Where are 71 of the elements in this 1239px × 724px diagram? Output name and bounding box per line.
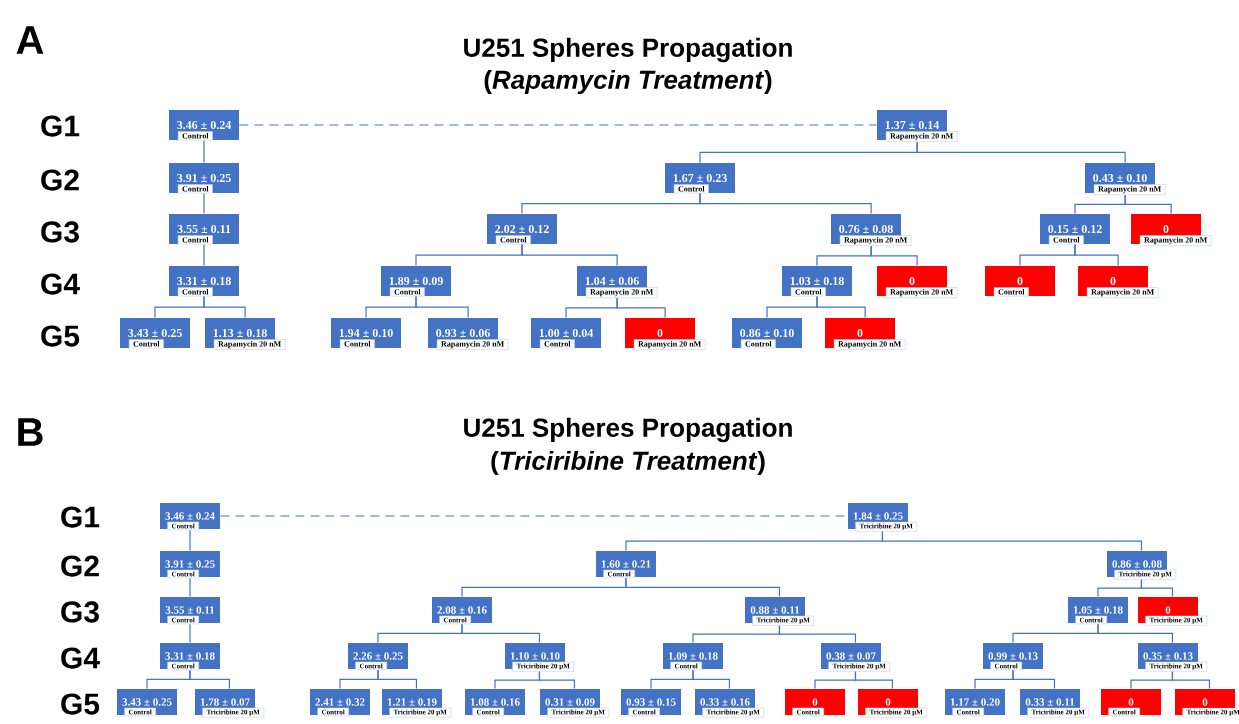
connector-line bbox=[699, 192, 872, 215]
treatment-label: Control bbox=[389, 287, 425, 297]
connector-line bbox=[203, 243, 205, 267]
connector-line bbox=[616, 297, 666, 319]
treatment-label: Control bbox=[740, 339, 776, 349]
generation-label: G1 bbox=[41, 115, 80, 137]
connector-line bbox=[1097, 623, 1174, 644]
panel-title: (Triciribine Treatment) bbox=[491, 450, 765, 476]
treatment-label: Control bbox=[177, 235, 213, 245]
generation-label: G2 bbox=[61, 555, 99, 577]
treatment-label: Control bbox=[177, 287, 213, 297]
treatment-label: Rapamycin 20 nM bbox=[885, 287, 958, 298]
panel-title: (Rapamycin Treatment) bbox=[484, 69, 772, 95]
connector-line bbox=[189, 623, 191, 644]
panel-letter: B bbox=[18, 418, 43, 446]
dashed-line bbox=[238, 124, 878, 126]
connector-line bbox=[189, 669, 231, 690]
treatment-label: Rapamycin 20 nM bbox=[213, 339, 286, 350]
connector-line bbox=[189, 529, 191, 552]
connector-line bbox=[538, 671, 576, 690]
connector-line bbox=[1074, 243, 1119, 267]
treatment-label: Rapamycin 20 nM bbox=[1086, 287, 1159, 298]
panel-title: U251 Spheres Propagation bbox=[464, 37, 792, 63]
treatment-label: Control bbox=[128, 339, 164, 349]
connector-line bbox=[203, 192, 205, 215]
treatment-label: Control bbox=[790, 287, 826, 297]
connector-line bbox=[1140, 579, 1174, 598]
treatment-label: Rapamycin 20 nM bbox=[436, 339, 509, 350]
generation-label: G5 bbox=[41, 325, 80, 347]
treatment-label: Control bbox=[993, 287, 1029, 297]
treatment-label: Rapamycin 20 nM bbox=[585, 287, 658, 298]
treatment-label: Rapamycin 20 nM bbox=[833, 339, 906, 350]
treatment-label: Control bbox=[495, 235, 531, 245]
treatment-label: Control bbox=[339, 339, 375, 349]
treatment-label: Control bbox=[177, 131, 213, 141]
connector-line bbox=[521, 243, 618, 267]
treatment-label: Rapamycin 20 nM bbox=[839, 235, 912, 246]
treatment-label: Rapamycin 20 nM bbox=[633, 339, 706, 350]
generation-label: G4 bbox=[41, 273, 80, 295]
generation-label: G1 bbox=[61, 506, 100, 528]
generation-label: G4 bbox=[61, 647, 100, 669]
generation-label: G3 bbox=[41, 221, 79, 243]
connector-line bbox=[916, 141, 1126, 164]
connector-line bbox=[692, 669, 731, 690]
panel-title: U251 Spheres Propagation bbox=[464, 417, 792, 443]
connector-line bbox=[461, 623, 541, 644]
connector-line bbox=[816, 295, 866, 319]
panel-letter: A bbox=[16, 26, 44, 54]
connector-line bbox=[881, 531, 1143, 552]
connector-line bbox=[778, 625, 857, 644]
treatment-label: Rapamycin 20 nM bbox=[885, 131, 958, 142]
generation-label: G5 bbox=[61, 693, 100, 715]
connector-line bbox=[854, 671, 894, 690]
connector-line bbox=[377, 669, 418, 690]
connector-line bbox=[203, 139, 205, 164]
connector-line bbox=[415, 295, 469, 319]
treatment-label: Rapamycin 20 nM bbox=[1093, 184, 1166, 195]
connector-line bbox=[203, 295, 246, 319]
treatment-label: Rapamycin 20 nM bbox=[1139, 235, 1212, 246]
generation-label: G2 bbox=[41, 169, 79, 191]
treatment-label: Control bbox=[1048, 235, 1084, 245]
connector-line bbox=[1171, 671, 1211, 690]
connector-line bbox=[1124, 194, 1172, 215]
connector-line bbox=[189, 577, 191, 598]
treatment-label: Control bbox=[539, 339, 575, 349]
connector-line bbox=[1012, 669, 1056, 690]
treatment-label: Control bbox=[177, 184, 213, 194]
connector-line bbox=[870, 245, 918, 267]
generation-label: G3 bbox=[61, 601, 99, 623]
treatment-label: Control bbox=[673, 184, 709, 194]
connector-line bbox=[625, 577, 781, 598]
